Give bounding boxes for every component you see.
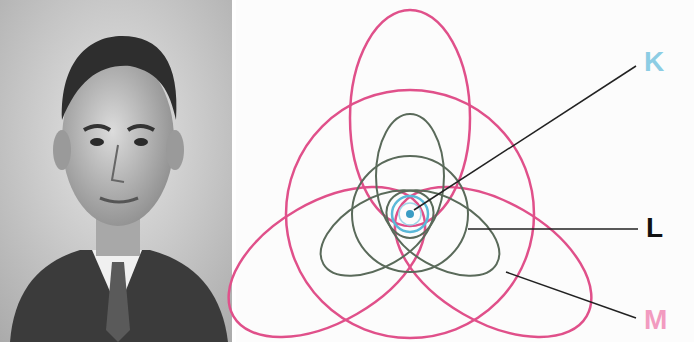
shell-label: M <box>644 306 667 334</box>
shell-label: K <box>644 48 664 76</box>
leader-line <box>468 228 638 230</box>
atom-model <box>203 0 694 342</box>
leader-line <box>506 272 636 318</box>
portrait-photo <box>0 0 232 342</box>
leader-line <box>414 66 636 210</box>
shell-label: L <box>646 214 663 242</box>
